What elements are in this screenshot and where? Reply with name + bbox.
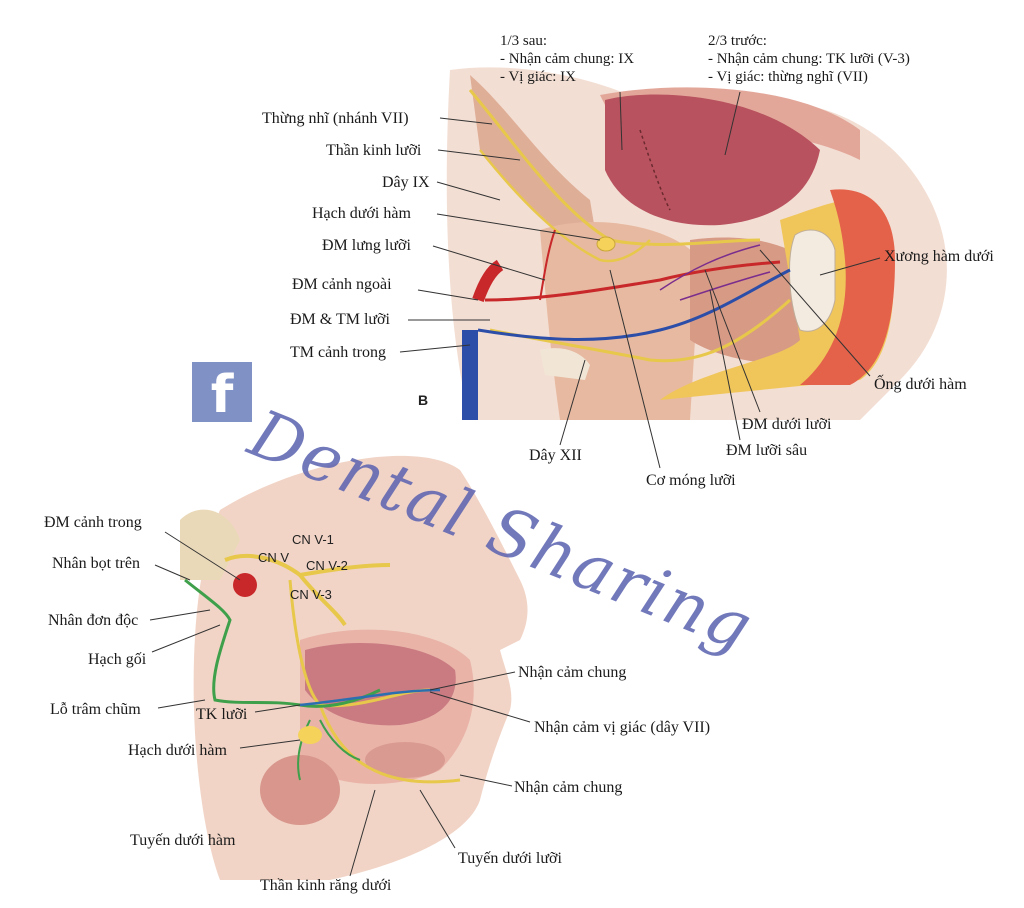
hyoid-bone — [540, 348, 590, 380]
label-external-carotid: ĐM cảnh ngoài — [292, 276, 392, 293]
lower-panel-figure — [180, 455, 528, 880]
label-submandibular-duct: Ống dưới hàm — [874, 376, 967, 393]
glossopharyngeal-nerve — [479, 149, 651, 263]
posterior-third-note: 1/3 sau: - Nhận cảm chung: IX - Vị giác:… — [500, 32, 634, 86]
styloglossus-muscle — [470, 75, 600, 260]
posterior-note-line: - Nhận cảm chung: IX — [500, 51, 635, 67]
tongue-dorsum — [605, 94, 820, 226]
trigeminal-nerve — [224, 553, 391, 627]
label-submandibular-ganglion: Hạch dưới hàm — [312, 205, 411, 222]
mandible-cortex — [800, 189, 895, 385]
label-lingual-nerve: Thần kinh lưỡi — [326, 142, 422, 159]
submandibular-ganglion-branches — [297, 719, 361, 781]
posterior-note-title: 1/3 sau: — [500, 33, 548, 49]
label-dorsal-lingual-artery: ĐM lưng lưỡi — [322, 237, 411, 254]
label-geniculate-ganglion: Hạch gối — [88, 651, 147, 668]
label-cn-xii: Dây XII — [529, 447, 582, 464]
label-cn-v2: CN V-2 — [306, 558, 348, 573]
facial-nerve-chorda — [184, 578, 381, 708]
label-sublingual-gland: Tuyến dưới lưỡi — [458, 850, 562, 867]
label-internal-carotid: ĐM cảnh trong — [44, 514, 142, 531]
internal-carotid-artery — [233, 573, 257, 597]
upper-leader-lines — [399, 91, 881, 469]
inferior-alveolar-nerve — [318, 704, 461, 784]
submandibular-gland — [260, 755, 340, 825]
panel-label: B — [418, 392, 429, 408]
mandible-bone — [789, 229, 836, 332]
facebook-icon: f — [192, 362, 252, 425]
submandibular-ganglion — [596, 236, 616, 252]
lingual-artery — [484, 260, 781, 302]
label-general-sensation-2: Nhận cảm chung — [514, 779, 623, 796]
lingual-nerve-branch — [299, 688, 441, 707]
external-carotid-artery — [472, 259, 504, 303]
label-cn-ix: Dây IX — [382, 174, 430, 191]
label-hyoglossus: Cơ móng lưỡi — [646, 472, 736, 489]
label-stylomastoid-foramen: Lỗ trâm chũm — [50, 701, 141, 718]
label-cn-v1: CN V-1 — [292, 532, 334, 547]
dorsal-lingual-artery — [539, 229, 556, 301]
label-general-sensation-1: Nhận cảm chung — [518, 664, 627, 681]
label-cn-v3: CN V-3 — [290, 587, 332, 602]
label-taste-sensation: Nhận cảm vị giác (dây VII) — [534, 719, 711, 736]
label-internal-jugular: TM cảnh trong — [290, 344, 386, 361]
label-submandibular-ganglion-lower: Hạch dưới hàm — [128, 742, 227, 759]
label-cn-v: CN V — [258, 550, 290, 565]
anterior-note-line: - Nhận cảm chung: TK lưỡi (V-3) — [708, 51, 910, 67]
upper-panel-figure — [446, 67, 947, 420]
label-superior-salivatory-nucleus: Nhân bọt trên — [52, 555, 140, 572]
label-submandibular-gland: Tuyến dưới hàm — [130, 832, 236, 849]
label-chorda-tympani: Thừng nhĩ (nhánh VII) — [262, 110, 409, 127]
deep-lingual-vessels — [659, 244, 771, 301]
hypoglossal-nerve — [489, 298, 792, 363]
label-sublingual-artery: ĐM dưới lưỡi — [742, 416, 832, 433]
tongue-sulcus-line — [639, 129, 671, 211]
lower-leader-lines — [149, 531, 531, 877]
submandibular-ganglion-lower — [298, 726, 322, 744]
label-solitary-nucleus: Nhân đơn độc — [48, 612, 139, 629]
lingual-vein — [477, 268, 791, 341]
label-deep-lingual-artery: ĐM lưỡi sâu — [726, 442, 808, 459]
label-inferior-alveolar-nerve: Thần kinh răng dưới — [260, 877, 392, 894]
sublingual-gland — [365, 742, 445, 778]
label-lingual-artery-vein: ĐM & TM lưỡi — [290, 311, 390, 328]
anterior-note-title: 2/3 trước: — [708, 33, 767, 49]
anterior-note-line: - Vị giác: thừng nghĩ (VII) — [708, 69, 868, 85]
label-mandible: Xương hàm dưới — [884, 248, 994, 265]
skull-base — [180, 509, 240, 580]
anterior-two-thirds-note: 2/3 trước: - Nhận cảm chung: TK lưỡi (V-… — [708, 32, 910, 86]
posterior-note-line: - Vị giác: IX — [500, 69, 576, 85]
label-lingual-nerve-lower: TK lưỡi — [196, 706, 248, 723]
